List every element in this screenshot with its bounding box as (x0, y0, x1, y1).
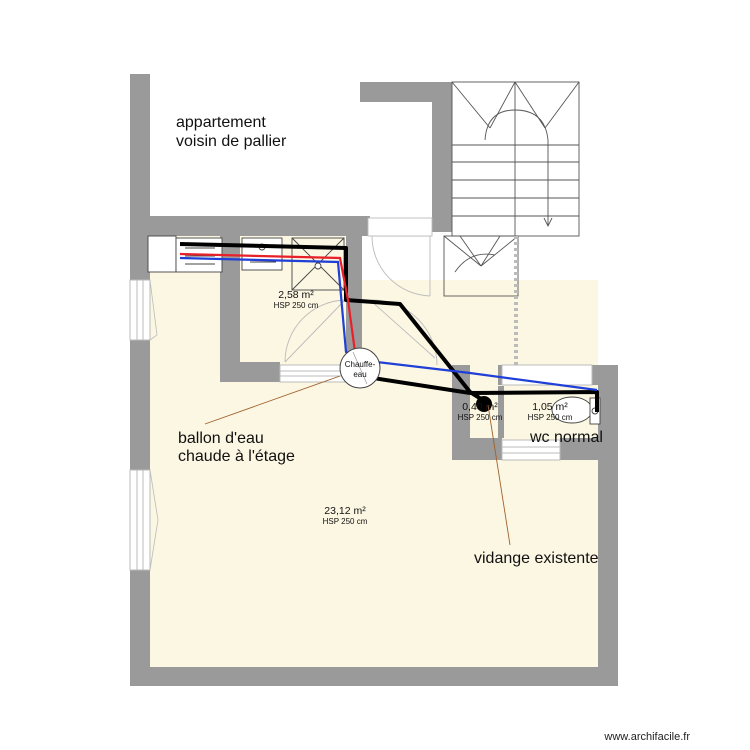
watermark: www.archifacile.fr (603, 731, 690, 743)
staircase (443, 81, 580, 297)
window-left-bottom (129, 469, 151, 571)
small-room-area: 0,40 m² (462, 401, 498, 413)
small-room-hsp: HSP 250 cm (458, 413, 503, 422)
wall-left-top (130, 74, 150, 280)
bathroom-hsp: HSP 250 cm (274, 301, 319, 310)
wall-bath-bottom (220, 362, 280, 382)
wall-right (598, 365, 618, 686)
wall-bath-right (346, 236, 362, 382)
wall-left-bottom (130, 570, 150, 686)
wc-label: wc normal (529, 429, 603, 446)
balloon-label-line2: chaude à l'étage (178, 448, 295, 465)
kitchen-unit (147, 235, 177, 273)
window-bath-bottom (279, 364, 346, 383)
wall-bottom (130, 667, 618, 686)
door-hall-frame (367, 217, 433, 237)
neighbour-label-line2: voisin de pallier (176, 133, 287, 150)
window-sash-lines (149, 279, 159, 571)
window-wc-bottom (501, 439, 561, 461)
wall-stair-left (432, 82, 452, 232)
window-top-right (501, 364, 593, 386)
boiler-label-line1: Chauffe- (345, 360, 376, 369)
wall-wc-bottom (560, 438, 598, 460)
wall-neighbour-bottom (148, 216, 370, 236)
bath-basin (241, 237, 283, 271)
main-room-hsp: HSP 250 cm (323, 517, 368, 526)
balloon-label-line1: ballon d'eau (178, 430, 264, 447)
boiler-label-line2: eau (353, 370, 366, 379)
wc-room-area: 1,05 m² (532, 401, 568, 413)
wall-left (130, 340, 150, 470)
hot-water-pipe (179, 252, 357, 353)
bathroom-area: 2,58 m² (278, 289, 314, 301)
window-left-top (129, 279, 151, 341)
door-bath (284, 299, 346, 363)
water-heater (339, 347, 381, 389)
wc-room-hsp: HSP 250 cm (528, 413, 573, 422)
wall-bath-left (220, 236, 240, 382)
leader-lines (204, 375, 511, 546)
drain-label: vidange existente (474, 550, 599, 567)
neighbour-label-line1: appartement (176, 114, 266, 131)
wall-top-stair (360, 82, 452, 102)
doors (284, 217, 438, 366)
main-room-floor (150, 280, 598, 667)
drain-pipe (179, 242, 599, 412)
main-room-area: 23,12 m² (324, 505, 366, 517)
wall-small-bottom (452, 438, 502, 460)
wall-divider (498, 386, 504, 438)
